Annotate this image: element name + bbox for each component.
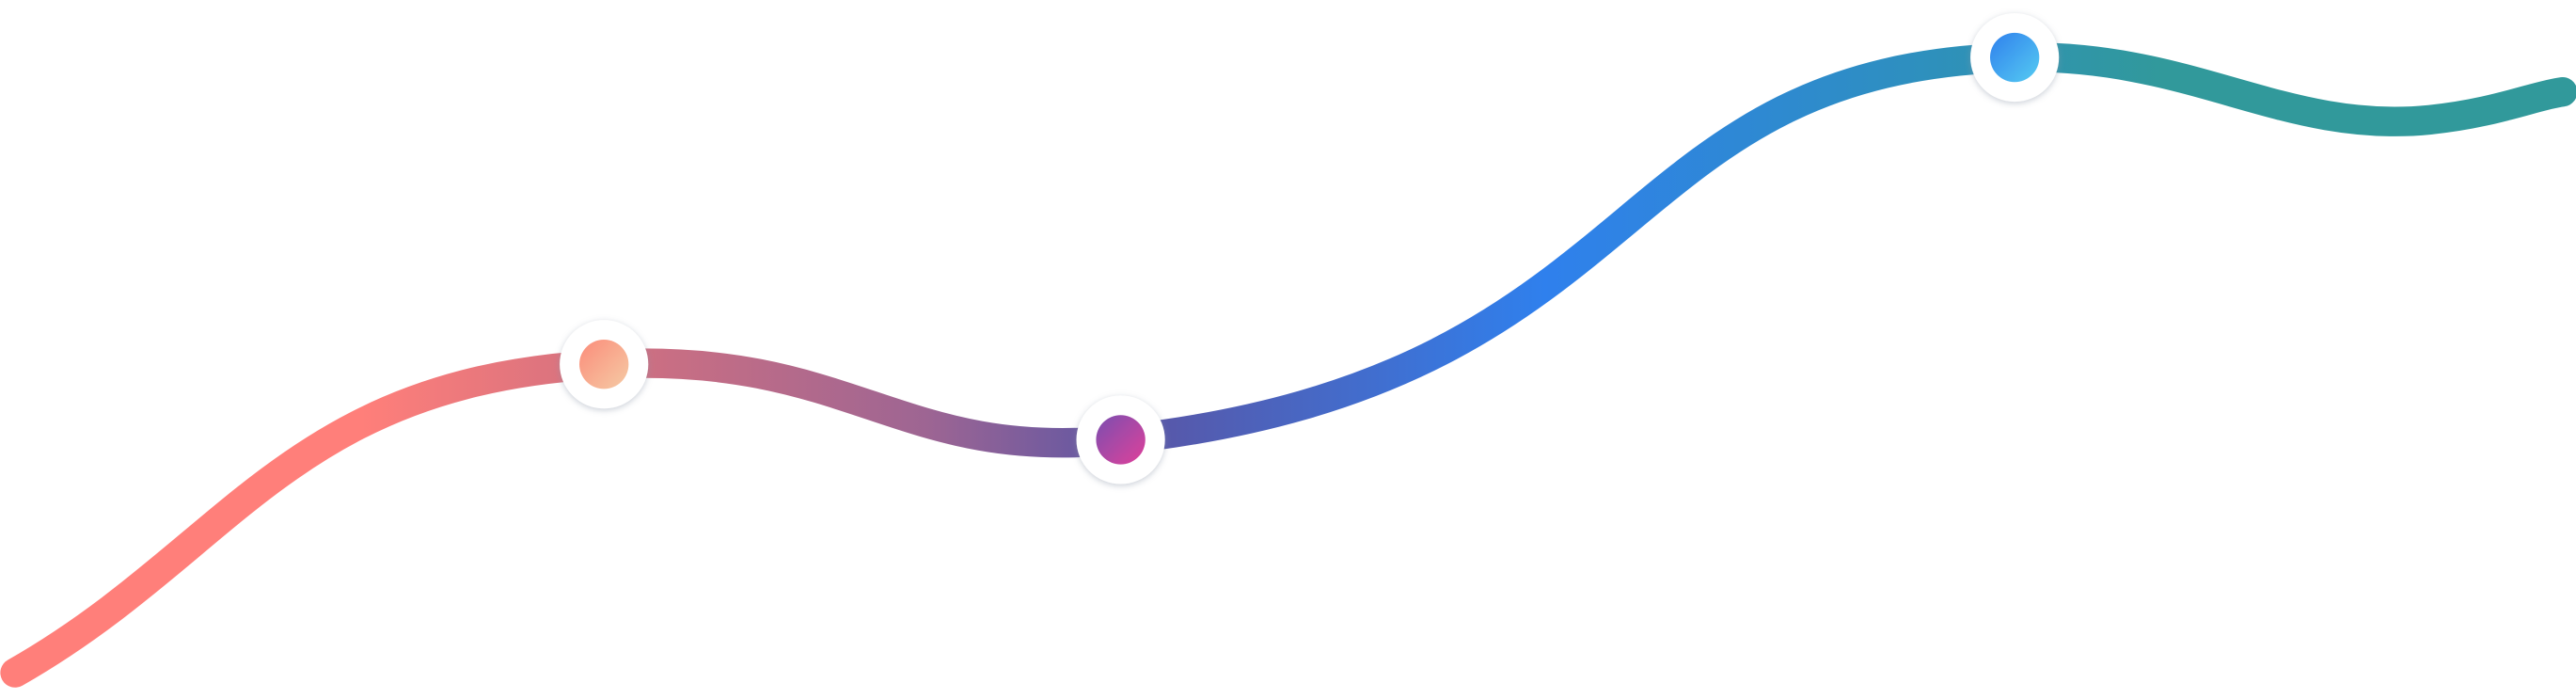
step-dot-icon: [1096, 415, 1146, 465]
step-marker-2[interactable]: [1076, 395, 1165, 485]
step-dot-icon: [579, 340, 629, 389]
wave-path: [0, 42, 2576, 688]
step-marker-1[interactable]: [560, 320, 649, 409]
step-dot-icon: [1989, 32, 2040, 83]
step-marker-3[interactable]: [1970, 12, 2060, 103]
